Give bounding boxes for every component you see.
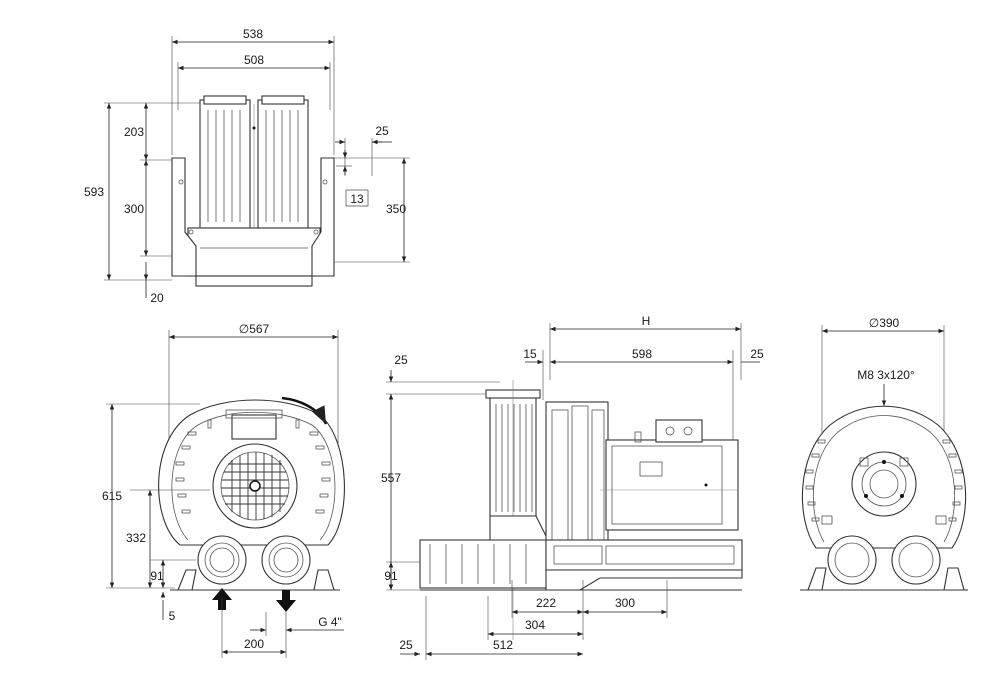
dim-diameter-390: ∅390 — [869, 316, 900, 330]
thread-g4: G 4" — [318, 615, 342, 629]
dim-222: 222 — [536, 596, 556, 610]
dim-20: 20 — [150, 291, 164, 305]
dim-5: 5 — [169, 609, 176, 623]
outlet-arrow-icon — [276, 590, 296, 612]
dim-512: 512 — [493, 638, 513, 652]
bolt-pattern-label: M8 3x120° — [857, 368, 915, 382]
rotation-arrow-icon — [281, 396, 328, 425]
dim-13: 13 — [350, 192, 364, 206]
dim-91-front: 91 — [150, 569, 164, 583]
dim-598: 598 — [632, 347, 652, 361]
dim-557: 557 — [381, 471, 401, 485]
dim-508: 508 — [244, 53, 264, 67]
dim-538: 538 — [243, 27, 263, 41]
front-view: ∅567 — [102, 322, 345, 658]
dim-25-top: 25 — [375, 124, 389, 138]
side-view: H 15 598 25 25 557 91 — [381, 314, 764, 660]
dim-25-side: 25 — [750, 347, 764, 361]
dim-h: H — [642, 314, 651, 328]
dim-25-top-side: 25 — [394, 353, 408, 367]
dim-615: 615 — [102, 489, 122, 503]
dim-15: 15 — [523, 347, 537, 361]
dim-25-bottom: 25 — [399, 638, 413, 652]
dim-593: 593 — [84, 185, 104, 199]
dim-350: 350 — [386, 202, 406, 216]
top-view: 538 508 — [84, 27, 410, 305]
dim-200: 200 — [244, 637, 264, 651]
dim-300-side: 300 — [615, 596, 635, 610]
rear-view: ∅390 M8 3x120° — [800, 316, 968, 591]
dim-332: 332 — [126, 531, 146, 545]
dim-diameter-567: ∅567 — [239, 322, 270, 336]
dim-203: 203 — [124, 125, 144, 139]
dim-300-top: 300 — [124, 202, 144, 216]
dim-304: 304 — [525, 618, 545, 632]
dim-91-side: 91 — [384, 569, 398, 583]
